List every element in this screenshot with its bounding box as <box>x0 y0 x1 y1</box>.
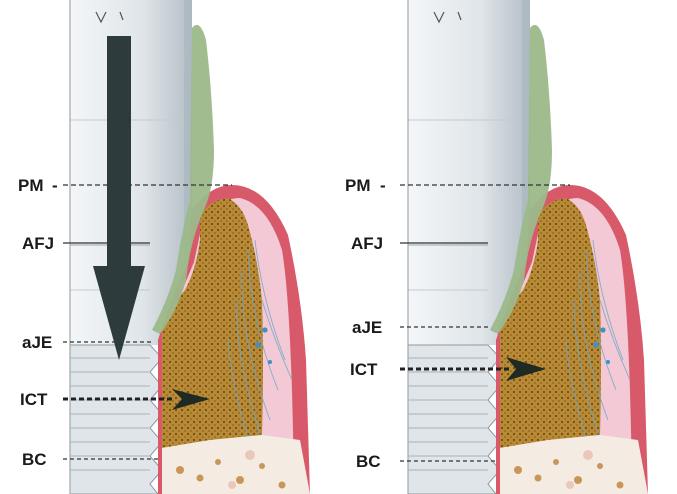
label-aje: aJE <box>352 318 382 337</box>
right-panel: PM - AFJ aJE ICT BC <box>345 0 648 494</box>
label-ict: ICT <box>20 390 48 409</box>
label-ict: ICT <box>350 360 378 379</box>
label-pm: PM <box>18 176 44 195</box>
label-afj: AFJ <box>351 234 383 253</box>
label-pm-dash: - <box>52 176 58 195</box>
left-panel: PM - AFJ aJE ICT BC <box>18 0 310 494</box>
label-aje: aJE <box>22 333 52 352</box>
label-pm: PM <box>345 176 371 195</box>
label-bc: BC <box>22 450 47 469</box>
label-bc: BC <box>356 452 381 471</box>
label-pm-dash: - <box>380 176 386 195</box>
label-afj: AFJ <box>22 234 54 253</box>
